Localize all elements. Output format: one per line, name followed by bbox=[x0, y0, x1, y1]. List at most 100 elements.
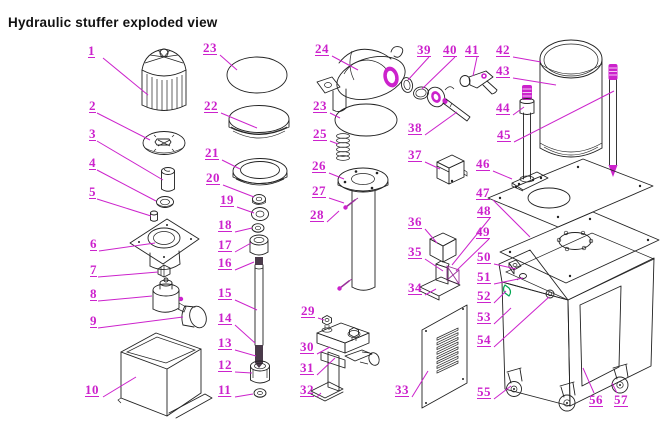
part-29-32-clamp-bracket bbox=[310, 315, 380, 402]
part-label-14: 14 bbox=[218, 310, 232, 325]
leader-46 bbox=[492, 170, 513, 180]
part-28-screw bbox=[337, 278, 353, 291]
part-37-component-box bbox=[436, 154, 468, 185]
part-label-30: 30 bbox=[300, 339, 314, 354]
part-22-piston-plate bbox=[228, 105, 290, 139]
part-27-screw bbox=[343, 197, 359, 210]
leader-37 bbox=[424, 161, 441, 170]
leader-30 bbox=[316, 346, 331, 355]
leader-47 bbox=[492, 199, 531, 238]
part-label-11: 11 bbox=[218, 382, 232, 397]
part-label-28: 28 bbox=[310, 207, 324, 222]
leader-23 bbox=[219, 54, 238, 71]
part-label-49: 49 bbox=[476, 224, 490, 239]
part-label-1: 1 bbox=[88, 43, 95, 58]
part-3-pin-cylinder bbox=[161, 167, 175, 192]
leader-54 bbox=[493, 296, 550, 348]
part-label-27: 27 bbox=[312, 183, 326, 198]
part-label-17: 17 bbox=[218, 237, 232, 252]
leader-11 bbox=[234, 393, 254, 398]
leader-48 bbox=[451, 217, 491, 266]
part-34-bracket bbox=[419, 276, 461, 301]
part-15-piston-rod bbox=[254, 257, 264, 368]
leader-33 bbox=[411, 370, 429, 398]
leader-26 bbox=[328, 172, 345, 180]
cabinet-body bbox=[498, 232, 655, 407]
part-38-valve-shaft bbox=[426, 86, 471, 122]
leader-21 bbox=[221, 159, 241, 170]
leader-27 bbox=[328, 197, 345, 204]
part-23-gasket-right bbox=[334, 103, 398, 137]
leader-12 bbox=[234, 371, 253, 374]
leader-28 bbox=[326, 210, 340, 223]
leader-51 bbox=[493, 277, 524, 285]
part-24-cover-arm bbox=[316, 46, 406, 113]
leader-31 bbox=[316, 357, 336, 376]
part-label-38: 38 bbox=[408, 120, 422, 135]
part-52-green-lever bbox=[502, 284, 512, 297]
leader-25 bbox=[329, 140, 339, 145]
part-label-41: 41 bbox=[465, 42, 479, 57]
part-40-o-ring bbox=[413, 86, 429, 100]
part-label-9: 9 bbox=[90, 313, 97, 328]
leader-56 bbox=[582, 367, 595, 394]
part-label-37: 37 bbox=[408, 147, 422, 162]
part-label-25: 25 bbox=[313, 126, 327, 141]
part-19-washer bbox=[251, 207, 269, 221]
leader-8 bbox=[97, 295, 153, 302]
leader-17 bbox=[234, 242, 252, 253]
part-label-8: 8 bbox=[90, 286, 97, 301]
part-label-45: 45 bbox=[497, 127, 511, 142]
leader-42 bbox=[512, 56, 542, 63]
caster-front bbox=[558, 381, 576, 412]
part-label-50: 50 bbox=[477, 249, 491, 264]
part-label-51: 51 bbox=[477, 269, 491, 284]
part-label-5: 5 bbox=[89, 184, 96, 199]
part-18-washer bbox=[251, 223, 265, 233]
part-label-22: 22 bbox=[204, 98, 218, 113]
leader-22 bbox=[220, 112, 258, 129]
leader-16 bbox=[234, 261, 255, 271]
leader-49 bbox=[455, 238, 490, 272]
part-6-swivel-plate bbox=[129, 218, 200, 270]
part-label-32: 32 bbox=[300, 382, 314, 397]
part-label-7: 7 bbox=[90, 262, 97, 277]
leader-52 bbox=[493, 290, 507, 304]
part-label-15: 15 bbox=[218, 285, 232, 300]
leader-19 bbox=[236, 206, 255, 214]
leader-55 bbox=[493, 385, 512, 400]
part-label-20: 20 bbox=[206, 170, 220, 185]
leader-1 bbox=[102, 57, 149, 96]
leader-43 bbox=[512, 77, 557, 86]
part-label-18: 18 bbox=[218, 217, 232, 232]
part-26-flanged-tube bbox=[337, 167, 389, 291]
part-label-23: 23 bbox=[203, 40, 217, 55]
leader-23 bbox=[329, 112, 341, 119]
leader-20 bbox=[222, 184, 255, 198]
part-label-13: 13 bbox=[218, 335, 232, 350]
leader-32 bbox=[316, 392, 322, 398]
leader-2 bbox=[96, 112, 151, 141]
part-label-35: 35 bbox=[408, 244, 422, 259]
part-label-44: 44 bbox=[496, 100, 510, 115]
leader-18 bbox=[234, 227, 253, 233]
part-label-42: 42 bbox=[496, 42, 510, 57]
part-label-39: 39 bbox=[417, 42, 431, 57]
leader-39 bbox=[407, 56, 430, 81]
leader-3 bbox=[96, 140, 164, 181]
part-36-block bbox=[429, 232, 457, 263]
part-label-31: 31 bbox=[300, 360, 314, 375]
part-10-hopper-box bbox=[117, 332, 213, 419]
leader-15 bbox=[234, 299, 258, 311]
part-label-29: 29 bbox=[301, 303, 315, 318]
part-4-ring bbox=[156, 196, 174, 208]
part-label-55: 55 bbox=[477, 384, 491, 399]
part-11-nut bbox=[253, 388, 267, 398]
part-39-retainer-ring bbox=[400, 77, 414, 93]
part-46-top-plate bbox=[487, 158, 654, 228]
leader-57 bbox=[611, 382, 618, 394]
part-label-53: 53 bbox=[477, 309, 491, 324]
leader-35 bbox=[424, 258, 444, 272]
leader-4 bbox=[96, 169, 157, 202]
